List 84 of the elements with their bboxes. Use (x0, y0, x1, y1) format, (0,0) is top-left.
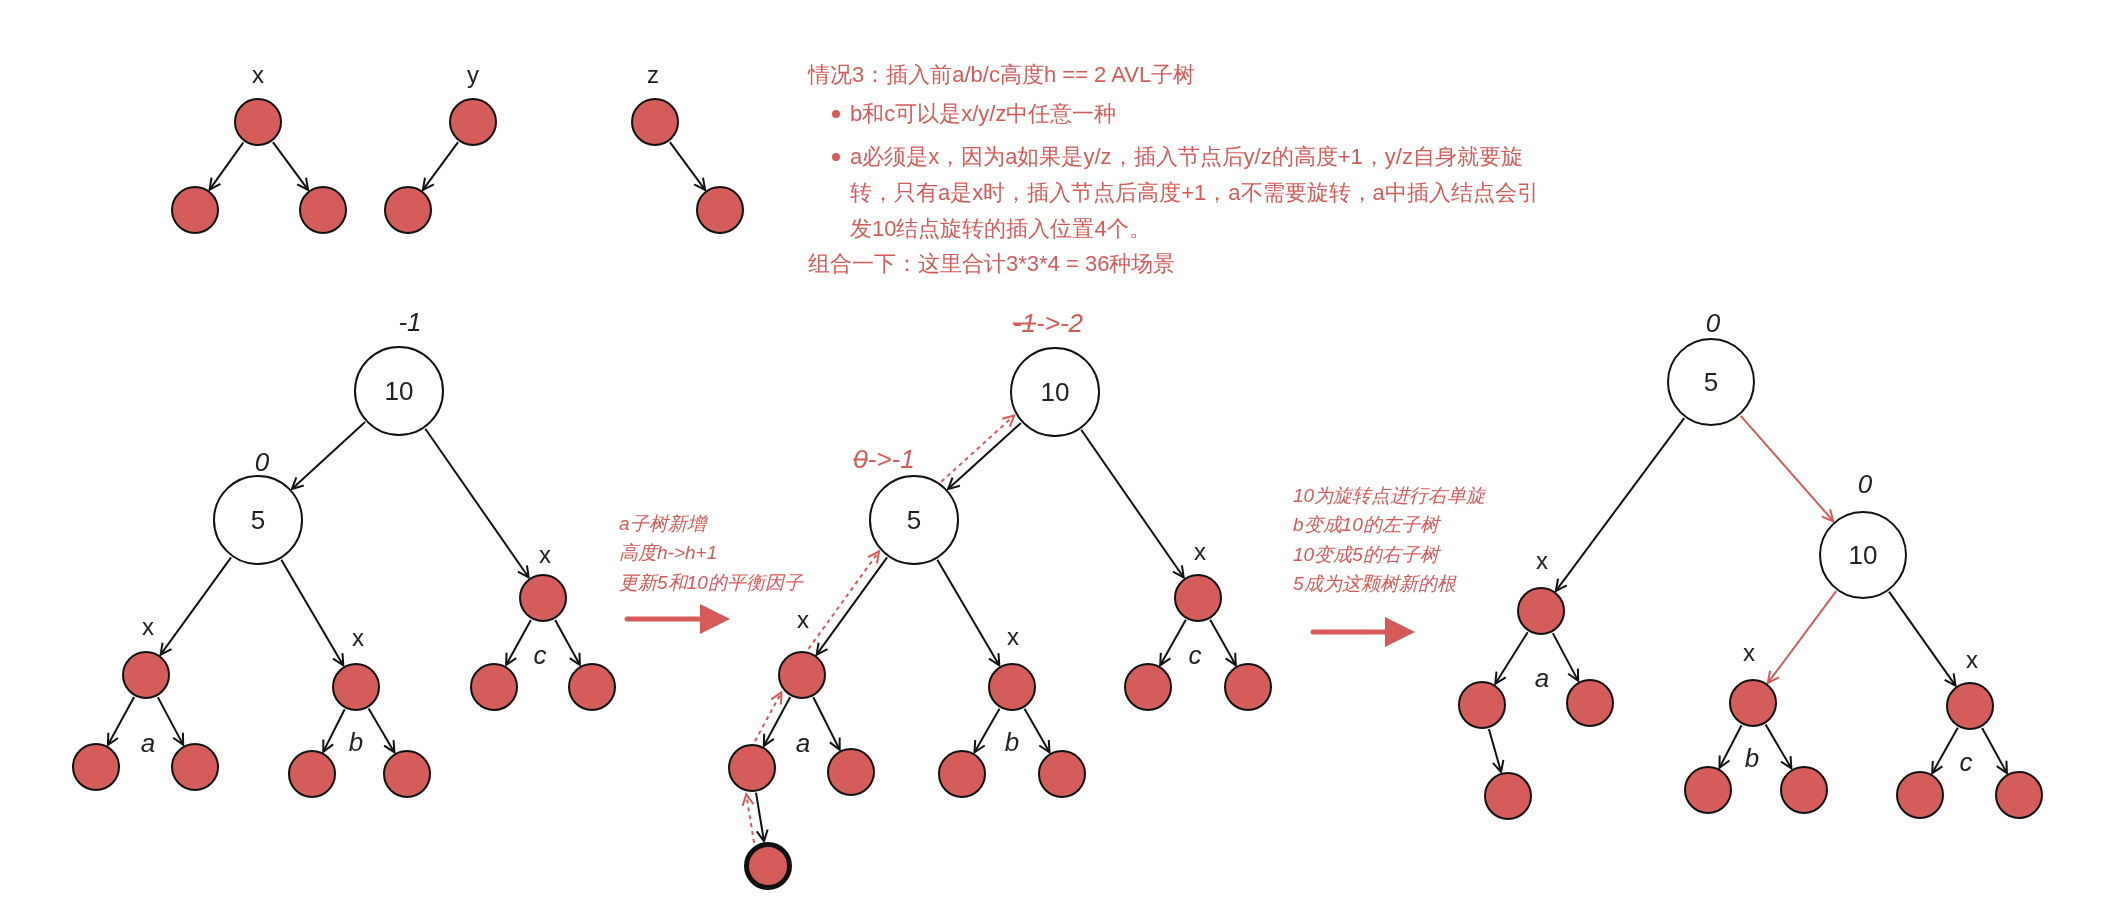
arrow (762, 696, 792, 747)
balance-factor: 0 (1705, 307, 1721, 339)
arrow (1494, 631, 1529, 685)
arrow (1981, 726, 2008, 775)
arrow (1080, 428, 1185, 579)
subtree-type-label: x (1743, 639, 1755, 667)
subtree-type-label: z (647, 61, 659, 89)
subtree-type-label: x (142, 613, 154, 641)
value-circle: 5 (213, 475, 303, 565)
arrow (1718, 724, 1743, 769)
arrow (1554, 417, 1686, 592)
arrow (424, 427, 530, 579)
subtree-type-label: x (352, 624, 364, 652)
subtree-type-label: x (1966, 646, 1978, 674)
balance-factor: -1->-2 (1012, 307, 1084, 339)
arrow (106, 696, 136, 746)
balance-factor: 0 (254, 446, 270, 478)
arrow (1551, 632, 1580, 682)
arrow (159, 556, 233, 656)
arrow (367, 707, 396, 754)
arrow (815, 556, 889, 656)
subtree-type-label: x (539, 541, 551, 569)
update-path-arrow (754, 691, 783, 743)
value-circle: 5 (1667, 338, 1755, 426)
arrow (668, 141, 707, 191)
arrow (290, 421, 367, 490)
arrow (505, 618, 532, 667)
update-path-arrow (741, 793, 756, 844)
arrow (1023, 707, 1051, 754)
balance-factor: 0 (1857, 468, 1873, 500)
subtree-label: c (533, 639, 547, 671)
arrow (322, 708, 346, 753)
bullet-item: a必须是x，因为a如果是y/z，插入节点后y/z的高度+1，y/z自身就要旋转，只有a是x时，插入节点后高度+1，a不需要旋转，a中插入结点会引发10结点旋转的插入位置4个。 (850, 143, 1540, 243)
balance-factor: -1 (398, 306, 422, 338)
arrow (947, 421, 1022, 491)
arrow (208, 141, 245, 191)
bullet-item: b和c可以是x/y/z中任意一种 (850, 100, 1118, 128)
arrow (156, 696, 185, 746)
arrow (1931, 726, 1959, 775)
arrow (755, 791, 769, 843)
subtree-label: b (1004, 726, 1020, 758)
arrow (936, 558, 1001, 667)
subtree-label: a (1534, 662, 1550, 694)
arrow (1739, 414, 1835, 523)
subtree-type-label: x (1194, 538, 1206, 566)
subtree-label: c (1959, 746, 1973, 778)
arrow (1888, 590, 1957, 687)
arrow (280, 558, 345, 667)
arrow (421, 141, 460, 191)
balance-factor: 0->-1 (853, 443, 915, 475)
subtree-type-label: y (467, 61, 479, 89)
arrow (1766, 590, 1838, 684)
step-note: a子树新增 (619, 512, 706, 536)
subtree-label: b (1744, 742, 1760, 774)
subtree-type-label: x (797, 606, 809, 634)
value-circle: 10 (354, 346, 444, 436)
subtree-label: b (348, 726, 364, 758)
step-note: 更新5和10的平衡因子 (619, 571, 803, 595)
subtree-label: c (1188, 639, 1202, 671)
step-note: 高度h->h+1 (619, 541, 718, 565)
step-note: 5成为这颗树新的根 (1293, 572, 1456, 596)
arrow (973, 707, 1001, 754)
arrow (1764, 723, 1793, 770)
arrow (1487, 728, 1505, 773)
subtree-label: a (795, 727, 811, 759)
value-circle: 10 (1819, 511, 1907, 599)
arrow (271, 141, 310, 191)
heading-text: 情况3：插入前a/b/c高度h == 2 AVL子树 (808, 61, 1196, 89)
subtree-type-label: x (252, 61, 264, 89)
heading-text: 组合一下：这里合计3*3*4 = 36种场景 (808, 250, 1176, 278)
value-circle: 5 (869, 475, 959, 565)
arrow (1209, 618, 1237, 667)
subtree-type-label: x (1007, 623, 1019, 651)
arrow (812, 696, 841, 751)
subtree-type-label: x (1536, 547, 1548, 575)
update-path-arrow (940, 414, 1016, 483)
subtree-label: a (140, 727, 156, 759)
update-path-arrow (807, 550, 880, 650)
arrow (1159, 618, 1187, 667)
step-note: 10为旋转点进行右单旋 (1293, 484, 1486, 508)
value-circle: 10 (1010, 347, 1100, 437)
step-note: b变成10的左子树 (1293, 513, 1439, 537)
arrow (554, 618, 581, 667)
step-note: 10变成5的右子树 (1293, 543, 1439, 567)
